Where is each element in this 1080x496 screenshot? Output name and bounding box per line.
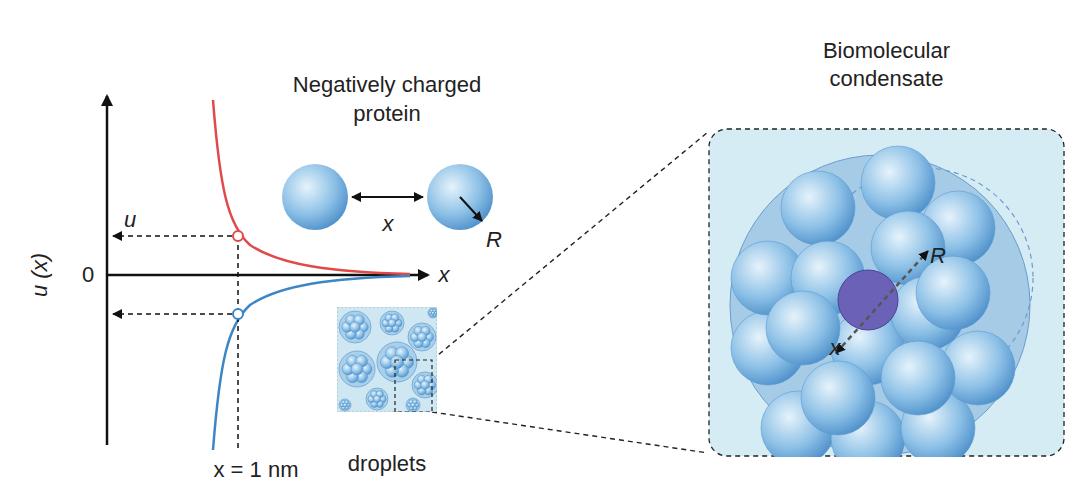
condensate-inset: Biomolecular condensate <box>708 128 1065 457</box>
node-shape <box>708 128 1065 457</box>
axis-tick: 0 <box>82 261 94 290</box>
axis-label: u (x) <box>26 253 55 297</box>
panel-heading: Negatively charged protein <box>282 71 492 128</box>
radius-label: R <box>486 226 502 255</box>
zoom-connector <box>432 132 708 453</box>
distance-label: x <box>383 210 394 239</box>
panel-caption: droplets <box>348 450 426 479</box>
radius-label: R <box>930 242 946 271</box>
distance-label: x <box>830 334 841 363</box>
droplets-panel: droplets <box>337 307 437 412</box>
distance-label: x = 1 nm <box>214 456 299 485</box>
node-shape <box>337 307 437 412</box>
inset-heading: Biomolecular condensate <box>767 37 1007 94</box>
potential-plot <box>107 96 428 452</box>
axis-label: x <box>439 261 450 290</box>
value-label: u <box>124 206 136 235</box>
